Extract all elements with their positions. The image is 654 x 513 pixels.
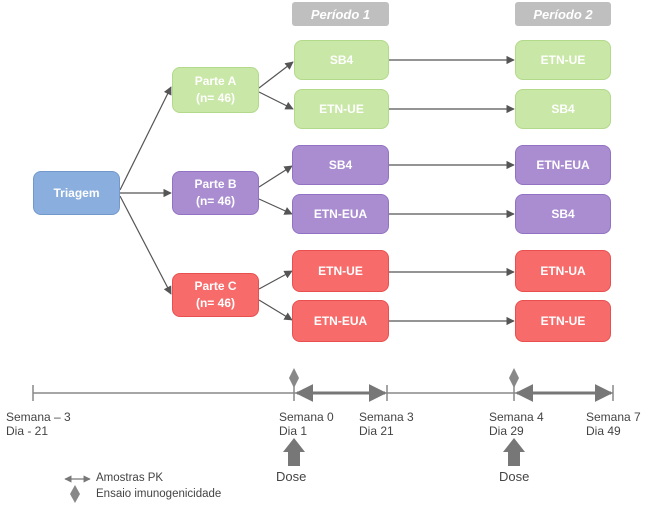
week-label: Semana 3 (359, 410, 414, 424)
arm-c2-period1: ETN-EUA (292, 300, 389, 342)
connector-screening-part-c (119, 195, 172, 295)
part-c-name: Parte C (194, 279, 237, 293)
part-a-name: Parte A (194, 74, 237, 88)
timeline-label-week0: Semana 0 Dia 1 (279, 410, 334, 438)
arm-b1-period2: ETN-EUA (515, 145, 611, 185)
arm-c1-period2: ETN-UA (515, 250, 611, 292)
dose-label-period1: Dose (276, 469, 307, 484)
week-label: Semana – 3 (6, 410, 71, 424)
timeline-label-week-minus3: Semana – 3 Dia - 21 (6, 410, 71, 438)
legend-immuno-label: Ensaio imunogenicidade (96, 488, 222, 500)
connector-screening-part-a (119, 86, 172, 191)
connector-part-b-arm2 (258, 198, 293, 215)
week-label: Semana 4 (489, 410, 544, 424)
connector-part-a-arm1 (258, 61, 294, 89)
timeline-label-week7: Semana 7 Dia 49 (586, 410, 641, 438)
period-1-header: Período 1 (292, 2, 389, 26)
connector-part-a-arm2 (258, 91, 294, 110)
dose-arrow-icon (503, 438, 525, 466)
part-a-n: (n= 46) (195, 91, 235, 105)
arm-b1-period1: SB4 (292, 145, 389, 185)
arm-b2-period2: SB4 (515, 194, 611, 234)
legend-pk-label: Amostras PK (96, 472, 164, 484)
arm-a1-period2: ETN-UE (515, 40, 611, 80)
dose-arrow-icon (283, 438, 305, 466)
week-label: Semana 7 (586, 410, 641, 424)
day-label: Dia 1 (279, 424, 308, 438)
day-label: Dia 29 (489, 424, 524, 438)
part-c-n: (n= 46) (195, 296, 235, 310)
connector-part-c-arm1 (258, 270, 293, 290)
diamond-icon (70, 485, 80, 503)
diamond-icon (509, 368, 519, 388)
part-b-name: Parte B (194, 177, 237, 191)
arm-a2-period1: ETN-UE (294, 89, 389, 129)
connector-part-b-arm1 (258, 165, 293, 188)
arm-a1-period1: SB4 (294, 40, 389, 80)
screening-box: Triagem (33, 171, 120, 215)
part-a-box: Parte A (n= 46) (172, 67, 259, 113)
part-c-box: Parte C (n= 46) (172, 273, 259, 317)
part-b-box: Parte B (n= 46) (172, 171, 259, 215)
timeline-label-week4: Semana 4 Dia 29 (489, 410, 544, 438)
arm-a2-period2: SB4 (515, 89, 611, 129)
day-label: Dia 49 (586, 424, 621, 438)
period-2-header: Período 2 (515, 2, 611, 26)
connector-part-c-arm2 (258, 299, 293, 321)
day-label: Dia - 21 (6, 424, 49, 438)
screening-label: Triagem (53, 185, 100, 200)
timeline-label-week3: Semana 3 Dia 21 (359, 410, 414, 438)
day-label: Dia 21 (359, 424, 394, 438)
part-b-n: (n= 46) (195, 194, 235, 208)
arm-c2-period2: ETN-UE (515, 300, 611, 342)
arm-b2-period1: ETN-EUA (292, 194, 389, 234)
week-label: Semana 0 (279, 410, 334, 424)
dose-label-period2: Dose (499, 469, 530, 484)
diamond-icon (289, 368, 299, 388)
arm-c1-period1: ETN-UE (292, 250, 389, 292)
